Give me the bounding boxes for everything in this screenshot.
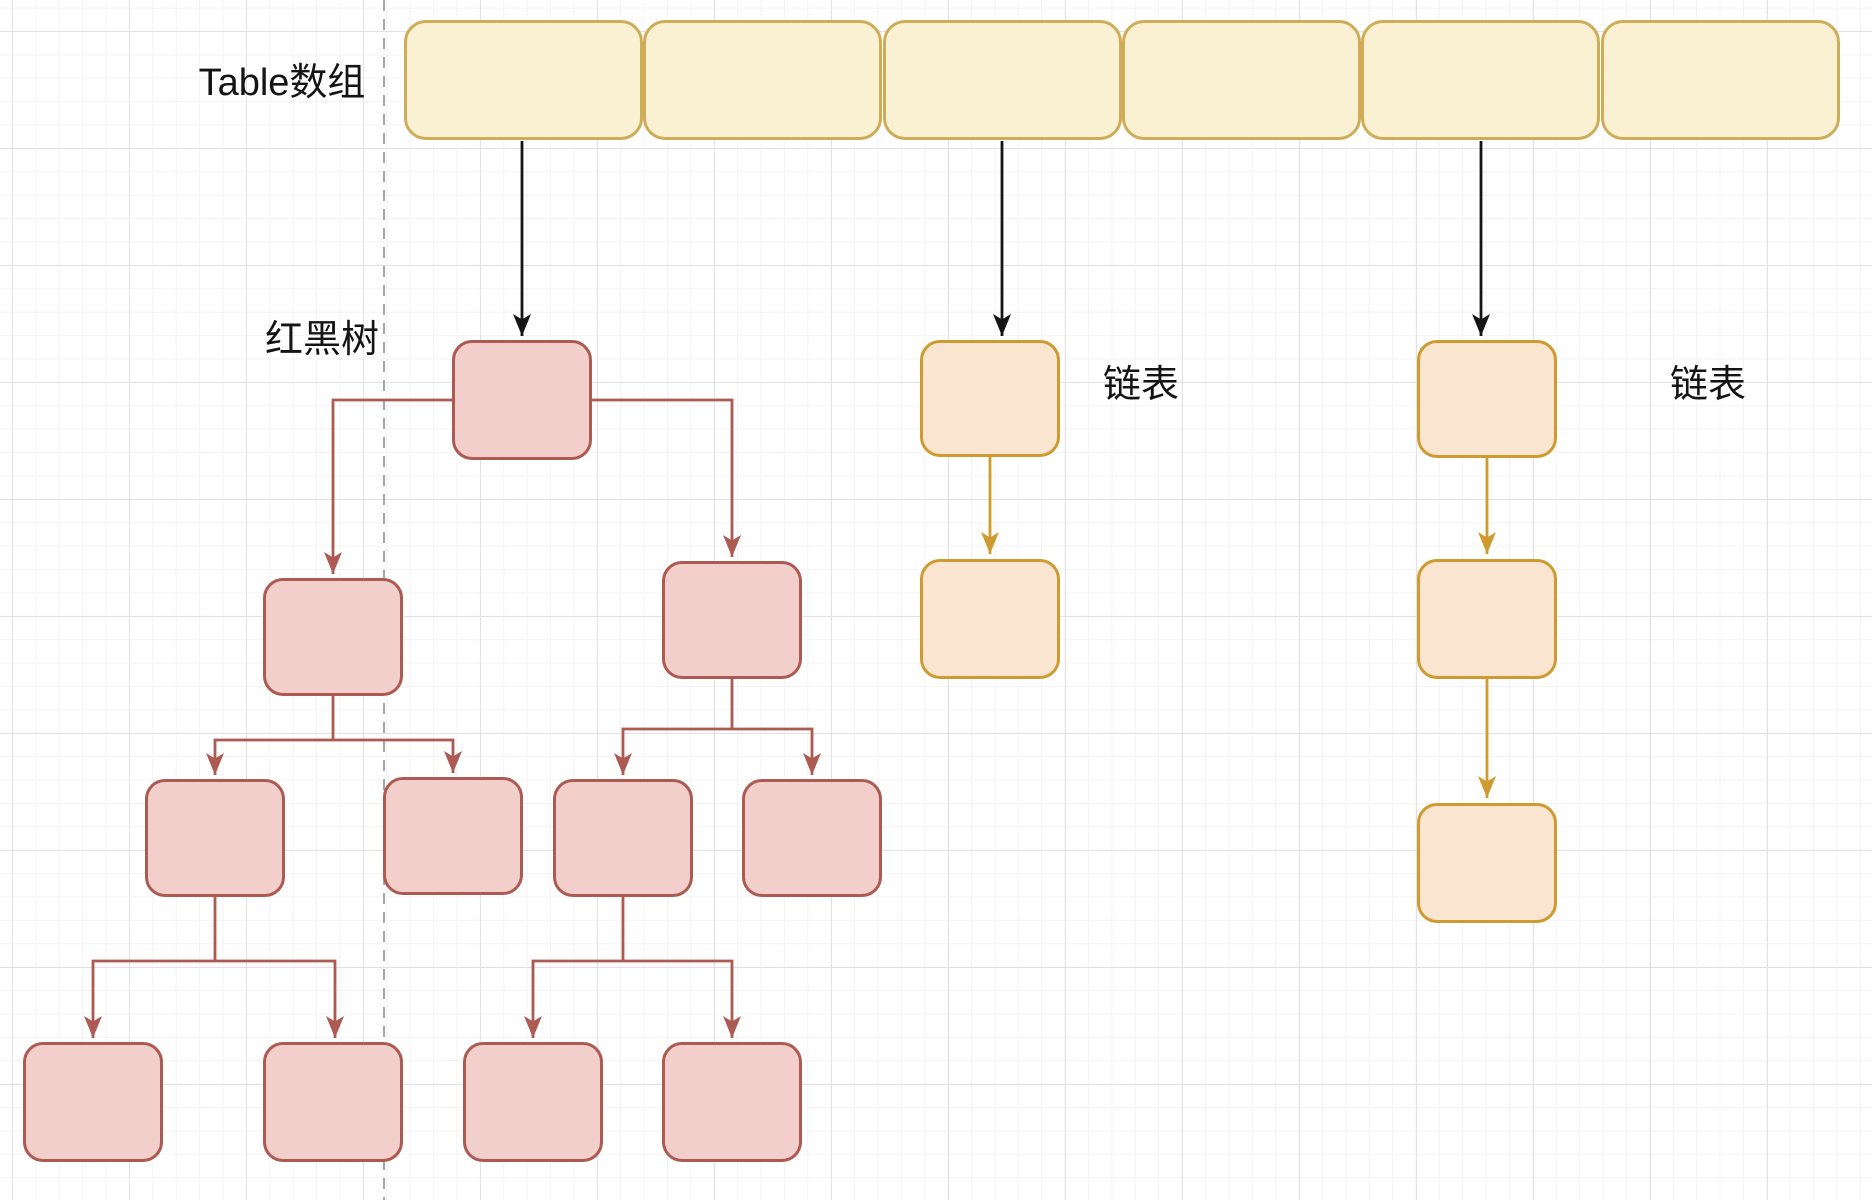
list1-node-1[interactable]	[920, 340, 1060, 457]
array-slot-1[interactable]	[404, 20, 643, 140]
list2-node-2[interactable]	[1417, 559, 1557, 679]
edge-l3-3-to-l4-3	[524, 959, 623, 1038]
red-black-tree-label: 红黑树	[264, 319, 380, 362]
linked-list-left-label: 链表	[1102, 364, 1180, 407]
edge-root-to-l2-right	[592, 398, 741, 557]
tree-root[interactable]	[452, 340, 592, 460]
edge-l2-right-to-l3-3	[614, 727, 732, 775]
array-slot-3[interactable]	[883, 20, 1122, 140]
linked-list-right-label: 链表	[1669, 364, 1747, 407]
array-slot-5[interactable]	[1361, 20, 1600, 140]
tree-l3-3[interactable]	[553, 779, 693, 897]
edge-l3-3-to-l4-4	[623, 959, 741, 1038]
edge-l3-1-to-l4-1	[84, 959, 215, 1038]
edge-l3-1-to-l4-2	[215, 959, 344, 1038]
array-slot-2[interactable]	[643, 20, 882, 140]
tree-l4-4[interactable]	[662, 1042, 802, 1162]
tree-l3-4[interactable]	[742, 779, 882, 897]
edge-l2-left-to-l3-2	[333, 738, 462, 773]
array-slot-6[interactable]	[1601, 20, 1840, 140]
tree-l4-1[interactable]	[23, 1042, 163, 1162]
list2-node-1[interactable]	[1417, 340, 1557, 458]
list2-node-3[interactable]	[1417, 803, 1557, 923]
edge-root-to-l2-left	[324, 398, 452, 574]
tree-l3-2[interactable]	[383, 777, 523, 895]
list1-node-2[interactable]	[920, 559, 1060, 679]
tree-l4-3[interactable]	[463, 1042, 603, 1162]
tree-l4-2[interactable]	[263, 1042, 403, 1162]
tree-l2-right[interactable]	[662, 561, 802, 679]
edge-l2-left-to-l3-1	[206, 738, 333, 775]
tree-l2-left[interactable]	[263, 578, 403, 696]
table-array-label: Table数组	[198, 62, 366, 105]
array-slot-4[interactable]	[1122, 20, 1361, 140]
tree-l3-1[interactable]	[145, 779, 285, 897]
edge-l2-right-to-l3-4	[732, 727, 821, 775]
